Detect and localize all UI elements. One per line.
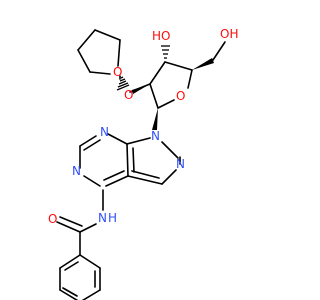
bond (64, 261, 79, 271)
hashed-bond (116, 76, 130, 91)
bond (59, 216, 83, 227)
bond (89, 71, 111, 75)
bond (212, 41, 226, 61)
atom-label-nitrogen-n3: N (100, 125, 109, 139)
structure-canvas: O O HO OH O N N N N N H O (48, 27, 238, 300)
wedge-bond (132, 84, 150, 94)
atom-label-oxygen-ether: O (124, 88, 133, 102)
bond (56, 221, 81, 233)
bond (59, 289, 79, 300)
bond (81, 289, 101, 300)
bond (149, 83, 159, 109)
bond (105, 175, 129, 187)
bond (117, 39, 121, 67)
bond (94, 29, 121, 41)
bond (77, 29, 96, 51)
atom-label-nitrogen-n1: N (72, 164, 81, 178)
bond (161, 169, 177, 185)
bond (103, 170, 125, 181)
bond (77, 49, 91, 73)
atom-label-oxygen-sugar: O (176, 89, 185, 103)
bond (126, 137, 151, 145)
bond (83, 175, 101, 187)
atom-label-hydroxyl-ring: HO (152, 29, 170, 43)
atom-label-nitrogen-amide: N (98, 211, 107, 225)
atom-label-hydrogen-amide: H (108, 211, 117, 225)
bond (127, 175, 163, 185)
bond (79, 223, 97, 233)
atom-label-oxygen-thf: O (113, 65, 122, 79)
bond (187, 69, 193, 89)
bond-layer (56, 29, 226, 300)
bond (126, 143, 129, 177)
wedge-bond (152, 108, 158, 130)
bond (79, 135, 97, 147)
bond (132, 147, 135, 173)
bond (79, 254, 101, 269)
bond (131, 170, 160, 179)
atom-layer: O O HO OH O N N N N N H O (48, 27, 238, 226)
bond (161, 141, 179, 159)
hashed-bond (161, 45, 170, 59)
wedge-bond (192, 58, 214, 70)
bond (149, 61, 166, 85)
bond (59, 254, 81, 269)
bond (164, 61, 193, 71)
atom-label-nitrogen-imidazole: N (176, 157, 185, 171)
bond (107, 133, 128, 145)
atom-label-oxygen-amide: O (48, 212, 57, 226)
bond (62, 287, 78, 297)
atom-label-hydroxyl-ch2: OH (220, 27, 238, 41)
atom-label-nitrogen-n9: N (151, 129, 160, 143)
bond (83, 139, 101, 151)
bond (157, 99, 175, 109)
